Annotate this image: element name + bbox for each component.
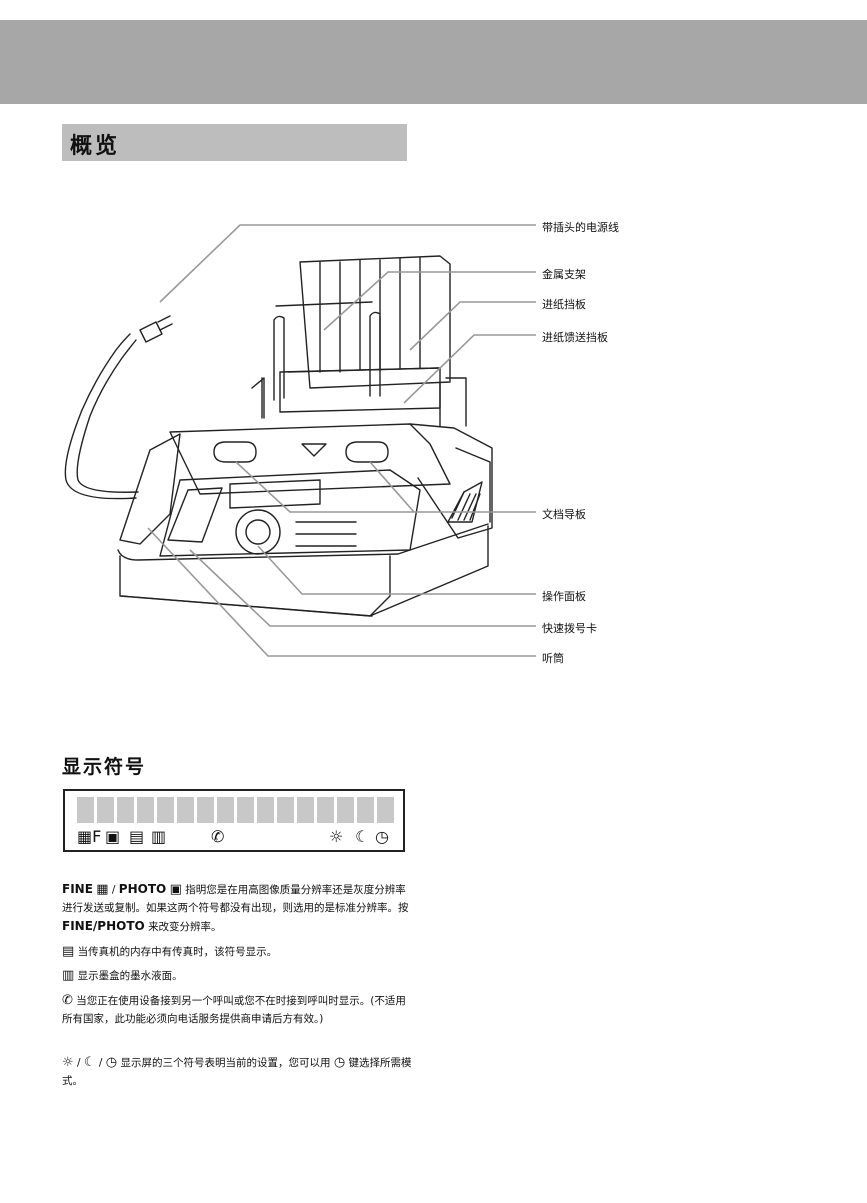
label-power-cord: 带插头的电源线 — [542, 221, 619, 234]
timer-icon: ◷ — [105, 1055, 118, 1070]
fine-photo-key: FINE/PHOTO — [62, 919, 145, 933]
photo-label: PHOTO — [118, 882, 167, 896]
call-forward-icon: ✆ — [211, 827, 225, 846]
label-metal-bracket: 金属支架 — [542, 268, 586, 281]
paper-support — [299, 255, 451, 389]
lcd-segment — [137, 797, 154, 823]
lcd-segment — [377, 797, 394, 823]
power-cord — [64, 333, 137, 500]
memory-doc-icon: ▤ — [129, 827, 145, 846]
symbols-title: 显示符号 — [62, 756, 147, 778]
lcd-segment — [117, 797, 134, 823]
handset — [119, 433, 181, 545]
paragraph-memory: ▤ 当传真机的内存中有传真时，该符号显示。 — [62, 944, 278, 959]
fax-machine-diagram — [64, 224, 536, 657]
lcd-segment — [357, 797, 374, 823]
call-forward-icon: ✆ — [62, 993, 73, 1008]
doc-guide-left — [213, 441, 257, 463]
overview-section-header: 概览 — [62, 124, 407, 161]
paragraph-call: ✆ 当您正在使用设备接到另一个呼叫或您不在时接到呼叫时显示。(不适用所有国家，此… — [62, 993, 406, 1025]
timer-icon: ◷ — [333, 1055, 346, 1070]
paragraph-modes: ☼ / ☾ / ◷ 显示屏的三个符号表明当前的设置，您可以用 ◷ 键选择所需模式… — [62, 1055, 412, 1087]
lcd-segment — [237, 797, 254, 823]
operation-panel — [159, 469, 421, 557]
sun-icon: ☼ — [62, 1055, 74, 1070]
photo-icon: ▣ — [105, 827, 121, 846]
label-handset: 听筒 — [542, 652, 564, 665]
sun-icon: ☼ — [329, 827, 344, 846]
lcd-segment — [257, 797, 274, 823]
label-operation-panel: 操作面板 — [542, 590, 586, 603]
lcd-segment — [217, 797, 234, 823]
moon-icon: ☾ — [83, 1055, 96, 1070]
lcd-segment — [197, 797, 214, 823]
label-paper-feed-flap: 进纸馈送挡板 — [542, 331, 608, 344]
lcd-display: ▦F ▣ ▤ ▥ ✆ ☼ ☾ ◷ — [63, 789, 405, 852]
fax-top — [169, 423, 451, 495]
paragraph-ink: ▥ 显示墨盒的墨水液面。 — [62, 968, 183, 983]
fine-label: FINE — [62, 882, 93, 896]
lcd-segment — [77, 797, 94, 823]
lcd-segment — [297, 797, 314, 823]
fine-icon: ▦ — [96, 882, 109, 897]
lcd-segment — [337, 797, 354, 823]
label-speed-dial-card: 快速拨号卡 — [542, 622, 597, 635]
label-paper-support: 进纸挡板 — [542, 298, 586, 311]
moon-icon: ☾ — [355, 827, 370, 846]
overview-title: 概览 — [70, 133, 121, 159]
memory-doc-icon: ▤ — [62, 944, 75, 959]
fine-icon: ▦F — [77, 827, 102, 846]
ink-level-icon: ▥ — [62, 968, 75, 983]
timer-icon: ◷ — [375, 827, 389, 846]
power-plug — [139, 321, 163, 343]
lcd-segment — [177, 797, 194, 823]
label-document-guide: 文档导板 — [542, 508, 586, 521]
paragraph-fine-photo: FINE ▦ / PHOTO ▣ 指明您是在用高图像质量分辨率还是灰度分辨率进行… — [62, 882, 409, 933]
lcd-segment — [277, 797, 294, 823]
lcd-segment — [157, 797, 174, 823]
photo-icon: ▣ — [169, 882, 182, 897]
ink-level-icon: ▥ — [151, 827, 167, 846]
plug-prongs — [157, 315, 173, 331]
header-band — [0, 20, 867, 104]
lcd-segment — [317, 797, 334, 823]
doc-guide-right — [345, 441, 389, 463]
lcd-segment — [97, 797, 114, 823]
